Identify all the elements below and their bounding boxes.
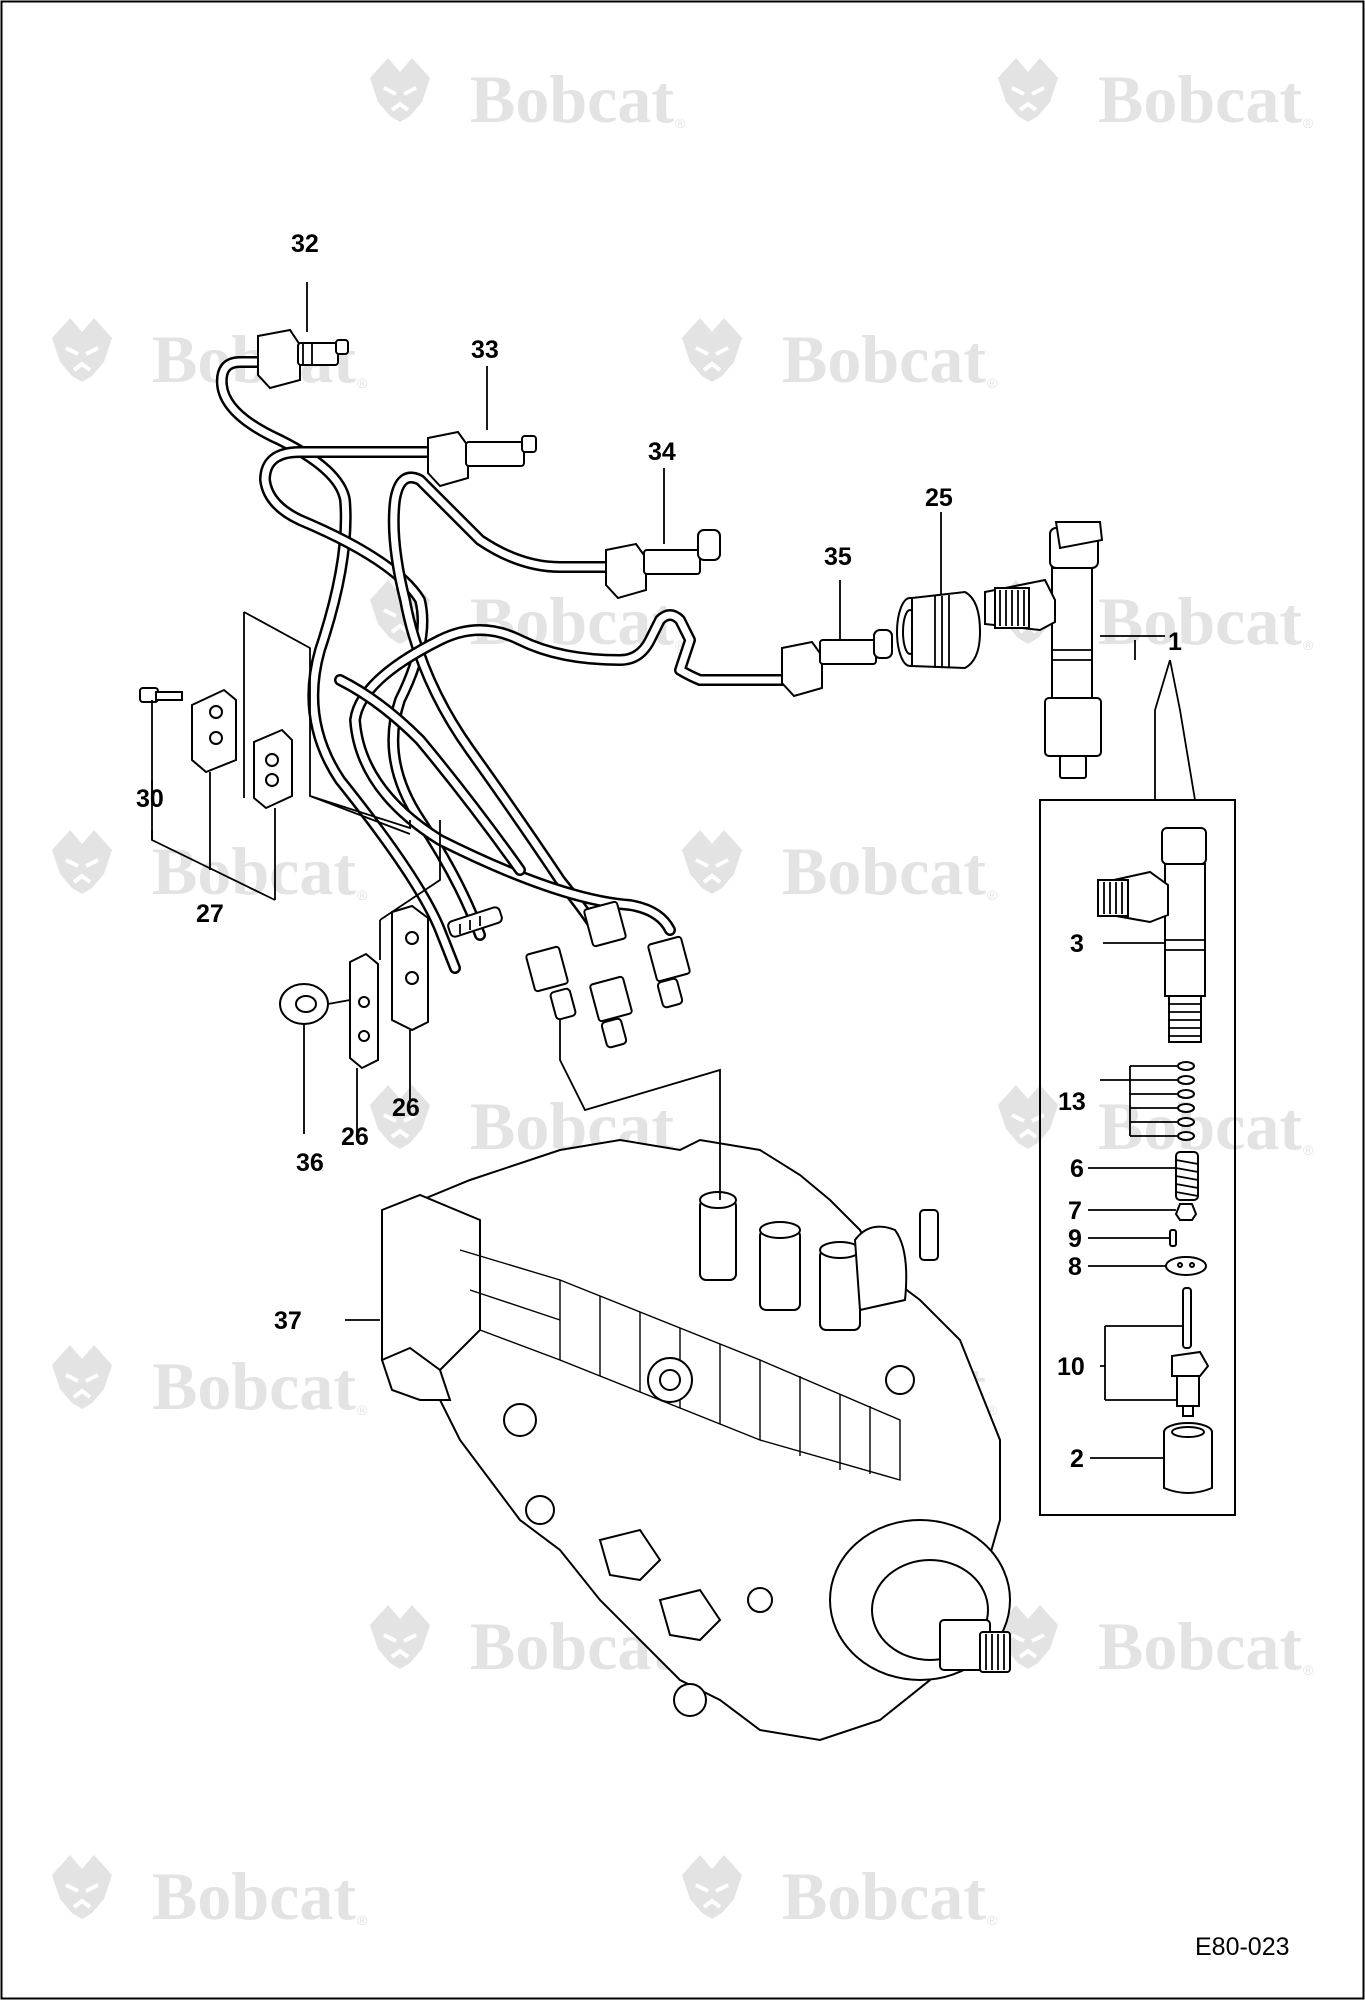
svg-text:®: ® bbox=[675, 637, 686, 653]
callout-33: 33 bbox=[471, 336, 499, 364]
clamp-group-27 bbox=[139, 611, 411, 901]
part-27-clamp-upper bbox=[191, 688, 237, 870]
part-26-stud bbox=[447, 906, 503, 938]
nozzle-detail-box bbox=[1039, 640, 1236, 1516]
callout-26-b: 26 bbox=[392, 1094, 420, 1122]
svg-text:Bobcat: Bobcat bbox=[470, 61, 674, 137]
fitting-32 bbox=[257, 328, 349, 390]
part-27-clamp-lower bbox=[253, 728, 293, 900]
part-2-retaining-nut bbox=[1163, 1422, 1213, 1494]
svg-text:®: ® bbox=[1303, 637, 1314, 653]
svg-text:®: ® bbox=[987, 887, 998, 903]
part-9-pin bbox=[1169, 1229, 1177, 1247]
svg-text:®: ® bbox=[357, 887, 368, 903]
watermark: Bobcat® bbox=[50, 1343, 368, 1424]
callout-30: 30 bbox=[136, 785, 164, 813]
callout-3: 3 bbox=[1070, 930, 1084, 958]
part-8-spacer bbox=[1165, 1256, 1207, 1276]
svg-text:®: ® bbox=[675, 115, 686, 131]
svg-text:Bobcat: Bobcat bbox=[152, 1348, 356, 1424]
part-7-seat bbox=[1174, 1203, 1198, 1221]
svg-text:Bobcat: Bobcat bbox=[782, 321, 986, 397]
part-36-nut bbox=[279, 983, 351, 1134]
svg-text:®: ® bbox=[1303, 1662, 1314, 1678]
svg-text:®: ® bbox=[987, 375, 998, 391]
callout-35: 35 bbox=[824, 543, 852, 571]
svg-text:Bobcat: Bobcat bbox=[1098, 1608, 1302, 1684]
watermark: Bobcat® bbox=[680, 316, 998, 397]
svg-text:Bobcat: Bobcat bbox=[782, 833, 986, 909]
svg-text:®: ® bbox=[357, 375, 368, 391]
watermark: Bobcat® bbox=[368, 56, 686, 137]
watermark: Bobcat® bbox=[680, 1853, 998, 1934]
callout-1: 1 bbox=[1168, 628, 1182, 656]
watermark: Bobcat® bbox=[996, 1083, 1314, 1164]
pipe-lower-fittings bbox=[525, 900, 691, 1049]
watermark: Bobcat® bbox=[50, 1853, 368, 1934]
svg-text:®: ® bbox=[357, 1402, 368, 1418]
clamp-group-26 bbox=[279, 820, 503, 1134]
pump-frame-detail bbox=[459, 1249, 915, 1613]
fitting-34 bbox=[605, 529, 721, 600]
callout-27: 27 bbox=[196, 900, 224, 928]
callout-10: 10 bbox=[1057, 1353, 1085, 1381]
pump-leader-lines bbox=[345, 1020, 721, 1321]
callout-36: 36 bbox=[296, 1149, 324, 1177]
svg-text:Bobcat: Bobcat bbox=[1098, 61, 1302, 137]
part-30-bolt bbox=[139, 687, 183, 800]
document-code: E80-023 bbox=[1195, 1933, 1290, 1961]
watermark: Bobcat® bbox=[996, 1603, 1314, 1684]
svg-text:Bobcat: Bobcat bbox=[152, 1858, 356, 1934]
svg-text:Bobcat: Bobcat bbox=[782, 1858, 986, 1934]
fitting-35 bbox=[781, 629, 893, 698]
svg-text:Bobcat: Bobcat bbox=[152, 833, 356, 909]
svg-text:®: ® bbox=[1303, 115, 1314, 131]
part-10-nozzle bbox=[1171, 1287, 1210, 1417]
callout-8: 8 bbox=[1068, 1253, 1082, 1281]
part-13-shims bbox=[1177, 1061, 1195, 1141]
part-26-clamp-a bbox=[391, 904, 429, 1100]
callout-9: 9 bbox=[1068, 1225, 1082, 1253]
svg-text:Bobcat: Bobcat bbox=[1098, 1088, 1302, 1164]
callout-32: 32 bbox=[291, 230, 319, 258]
svg-text:®: ® bbox=[987, 1402, 998, 1418]
part-26-clamp-b bbox=[349, 952, 379, 1134]
svg-text:®: ® bbox=[1303, 1142, 1314, 1158]
fitting-33 bbox=[427, 430, 537, 488]
callout-leaders bbox=[151, 282, 1183, 1459]
callout-26-a: 26 bbox=[341, 1123, 369, 1151]
callout-34: 34 bbox=[648, 438, 676, 466]
watermark: Bobcat® bbox=[996, 578, 1314, 659]
callouts: 32 33 34 35 25 1 3 13 6 7 9 8 10 2 30 27… bbox=[136, 230, 1182, 1473]
part-1-nozzle-holder bbox=[984, 521, 1104, 779]
svg-text:®: ® bbox=[357, 1912, 368, 1928]
svg-text:Bobcat: Bobcat bbox=[1098, 583, 1302, 659]
part-6-spring bbox=[1175, 1151, 1199, 1201]
callout-6: 6 bbox=[1070, 1155, 1084, 1183]
callout-2: 2 bbox=[1070, 1445, 1084, 1473]
part-25-seal bbox=[896, 590, 982, 670]
part-37-injection-pump bbox=[380, 1138, 1011, 1742]
callout-7: 7 bbox=[1068, 1197, 1082, 1225]
injection-pipes bbox=[215, 356, 791, 974]
part-3-nozzle-body bbox=[1097, 827, 1207, 1043]
watermark: Bobcat® bbox=[680, 828, 998, 909]
watermark: Bobcat® bbox=[996, 56, 1314, 137]
svg-text:®: ® bbox=[987, 1912, 998, 1928]
callout-13: 13 bbox=[1058, 1088, 1086, 1116]
callout-37: 37 bbox=[274, 1307, 302, 1335]
callout-25: 25 bbox=[925, 484, 953, 512]
watermark: Bobcat® bbox=[50, 828, 368, 909]
